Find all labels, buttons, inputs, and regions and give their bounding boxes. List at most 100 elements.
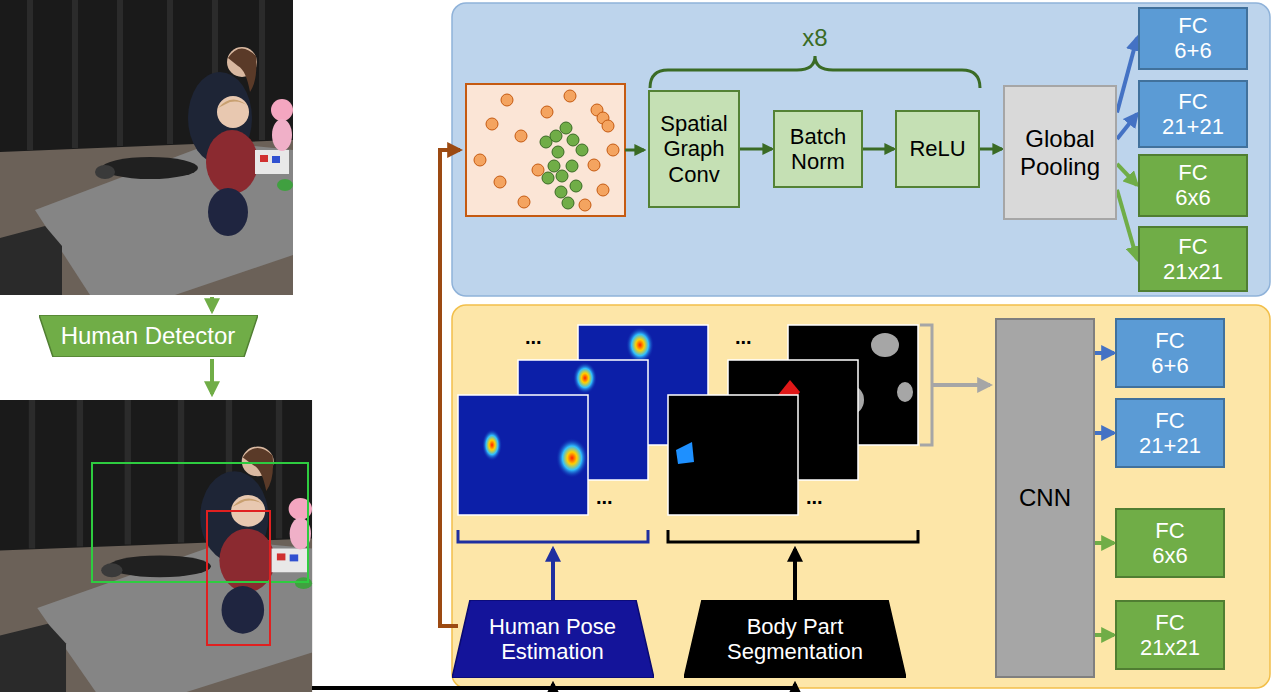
repeat-brace xyxy=(650,56,980,88)
flow-arrow xyxy=(863,148,894,151)
skeleton-scatter xyxy=(542,172,554,184)
skeleton-scatter xyxy=(570,180,582,192)
flow-arrow xyxy=(625,149,644,152)
node-label: FC 6+6 xyxy=(1151,328,1188,379)
flow-arrow xyxy=(210,297,214,311)
flow-arrow xyxy=(210,359,214,394)
skeleton-scatter xyxy=(588,159,600,171)
cnn-block: CNN xyxy=(995,318,1095,678)
skeleton-scatter xyxy=(564,90,576,102)
photo-original xyxy=(0,0,293,295)
skeleton-scatter xyxy=(607,144,619,156)
flow-arrow xyxy=(1117,114,1137,139)
keypoint-wire xyxy=(440,150,460,626)
skeleton-scatter xyxy=(579,199,591,211)
fc-layer: FC 21+21 xyxy=(1115,398,1225,468)
skeleton-scatter xyxy=(576,144,588,156)
fc-layer: FC 21x21 xyxy=(1115,600,1225,670)
skeleton-scatter xyxy=(540,122,588,209)
node-label: FC 21x21 xyxy=(1140,610,1200,661)
skeleton-scatter xyxy=(560,122,572,134)
skeleton-scatter xyxy=(474,90,619,211)
skeleton-scatter xyxy=(556,170,568,182)
trapezoid-outline xyxy=(684,600,906,678)
segmentation-block: Body Part Segmentation xyxy=(684,600,906,678)
skeleton-scatter xyxy=(518,196,530,208)
segmentation-stack xyxy=(871,333,899,357)
flow-arrow xyxy=(980,148,1002,151)
segmentation-stack xyxy=(668,395,798,515)
node-label: Human Pose Estimation xyxy=(478,614,628,665)
heatmap-stack xyxy=(458,395,588,515)
heatmap-stack xyxy=(556,438,588,478)
bracket xyxy=(920,325,932,445)
pose-estimator: Human Pose Estimation xyxy=(452,600,654,678)
flow-arrow xyxy=(1095,633,1114,637)
bracket xyxy=(458,530,648,542)
node-label: CNN xyxy=(1019,484,1071,512)
cnn-branch-panel xyxy=(452,305,1270,688)
flow-arrow xyxy=(1095,351,1114,355)
flow-arrow xyxy=(793,549,797,600)
ellipsis: ... xyxy=(735,326,752,349)
node-label: Human Detector xyxy=(61,322,236,350)
flow-arrow xyxy=(740,148,772,151)
fc-layer: FC 6+6 xyxy=(1138,7,1248,70)
node-label: Spatial Graph Conv xyxy=(660,111,727,187)
ellipsis: ... xyxy=(596,486,613,509)
skeleton-scatter xyxy=(501,94,513,106)
image-wire xyxy=(551,684,555,688)
node-label: FC 21+21 xyxy=(1139,408,1201,459)
trapezoid-outline xyxy=(452,600,654,678)
skeleton-scatter xyxy=(486,118,498,130)
process-box: Spatial Graph Conv xyxy=(648,90,740,208)
image-wire xyxy=(312,684,795,688)
fc-layer: FC 21x21 xyxy=(1138,226,1248,292)
skeleton-scatter xyxy=(548,160,560,172)
node-label: FC 6+6 xyxy=(1174,13,1211,64)
node-label: FC 21+21 xyxy=(1162,89,1224,140)
fc-layer: FC 6x6 xyxy=(1138,154,1248,217)
trapezoid-outline xyxy=(39,315,258,357)
skeleton-scatter xyxy=(550,130,562,142)
skeleton-scatter xyxy=(466,84,625,216)
skeleton-scatter xyxy=(566,160,578,172)
flow-arrow xyxy=(1117,190,1137,259)
skeleton-scatter xyxy=(552,146,564,158)
flow-arrow xyxy=(551,549,555,600)
node-label: ReLU xyxy=(909,136,965,161)
skeleton-scatter xyxy=(494,176,506,188)
flow-arrow xyxy=(1117,38,1137,112)
node-label: Global Pooling xyxy=(1020,125,1100,180)
fc-layer: FC 21+21 xyxy=(1138,80,1248,148)
node-label: FC 6x6 xyxy=(1152,518,1187,569)
skeleton-scatter xyxy=(555,186,567,198)
skeleton-scatter xyxy=(597,184,609,196)
skeleton-scatter xyxy=(602,120,614,132)
segmentation-stack xyxy=(668,325,918,515)
skeleton-scatter xyxy=(567,134,579,146)
bracket xyxy=(668,530,918,542)
pooling-box: Global Pooling xyxy=(1003,85,1117,220)
node-label: FC 21x21 xyxy=(1163,234,1223,285)
heatmap-stack xyxy=(573,362,597,394)
segmentation-stack xyxy=(676,442,694,464)
process-box: Batch Norm xyxy=(773,110,863,188)
fc-layer: FC 6x6 xyxy=(1115,508,1225,578)
heatmap-stack xyxy=(626,327,654,363)
repeat-count: x8 xyxy=(802,24,827,52)
segmentation-stack xyxy=(897,382,913,402)
heatmap-stack xyxy=(482,429,502,461)
flow-arrow xyxy=(1117,164,1137,185)
adult-bounding-box xyxy=(92,463,308,582)
ellipsis: ... xyxy=(525,326,542,349)
skeleton-scatter xyxy=(541,106,553,118)
skeleton-scatter xyxy=(562,197,574,209)
node-label: Body Part Segmentation xyxy=(710,614,880,665)
process-box: ReLU xyxy=(895,110,980,188)
flow-arrow xyxy=(932,383,990,387)
skeleton-scatter xyxy=(474,154,486,166)
graph-branch-panel xyxy=(452,3,1270,296)
ellipsis: ... xyxy=(806,486,823,509)
